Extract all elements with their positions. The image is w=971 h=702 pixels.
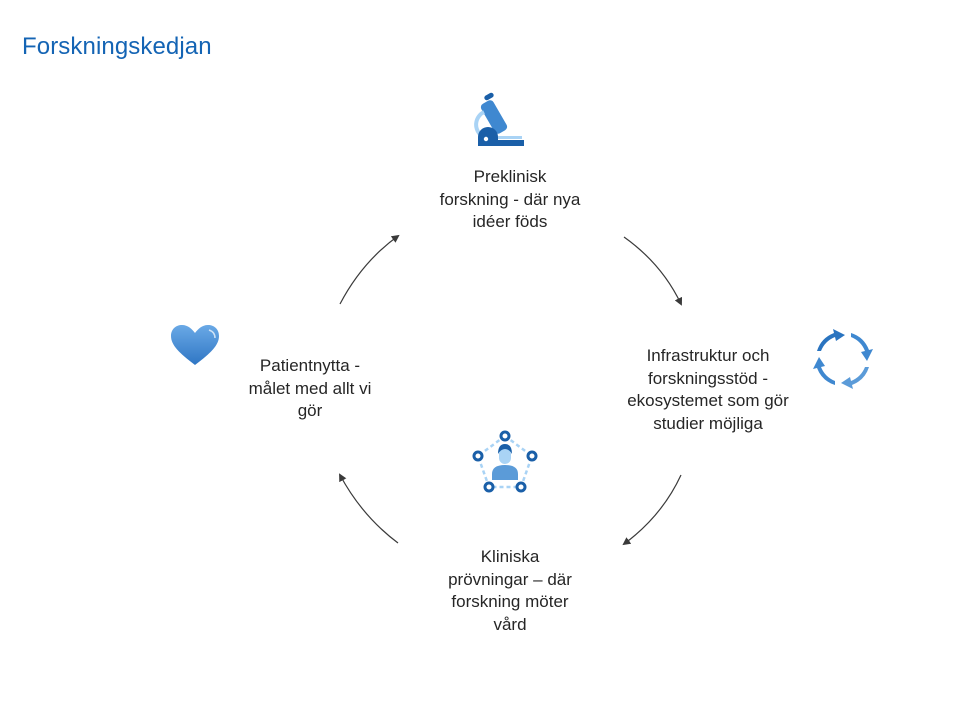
arrow-left-to-top	[339, 234, 400, 305]
arrow-right-to-bottom	[622, 474, 682, 546]
node-preclinical-text: Preklinisk forskning - där nya idéer föd…	[410, 166, 610, 234]
text-line: studier möjliga	[653, 413, 763, 433]
text-line: vård	[493, 614, 527, 634]
text-line: forskningsstöd -	[648, 368, 768, 388]
node-infrastructure-text: Infrastruktur och forskningsstöd - ekosy…	[598, 345, 818, 435]
text-line: Kliniska	[480, 547, 540, 566]
text-line: forskning möter	[451, 592, 569, 611]
text-line: Infrastruktur och	[646, 346, 770, 365]
text-line: prövningar – där	[448, 569, 572, 589]
heart-icon	[171, 325, 219, 365]
text-line: målet med allt vi	[248, 378, 372, 398]
arrow-bottom-to-left	[339, 473, 399, 544]
patient-network-icon	[472, 430, 538, 493]
microscope-icon	[474, 92, 524, 146]
text-line: forskning - där nya	[439, 189, 581, 209]
node-patient-benefit-text: Patientnytta - målet med allt vi gör	[222, 355, 398, 423]
text-line: Patientnytta -	[259, 356, 361, 375]
page-title: Forskningskedjan	[22, 33, 212, 60]
cycle-arrows-icon	[813, 329, 873, 389]
arrow-top-to-right	[623, 236, 683, 306]
text-line: gör	[297, 401, 323, 420]
text-line: Preklinisk	[473, 167, 547, 186]
text-line: ekosystemet som gör	[627, 391, 789, 410]
node-clinical-trials-text: Kliniska prövningar – där forskning möte…	[420, 546, 600, 636]
text-line: idéer föds	[472, 212, 548, 231]
